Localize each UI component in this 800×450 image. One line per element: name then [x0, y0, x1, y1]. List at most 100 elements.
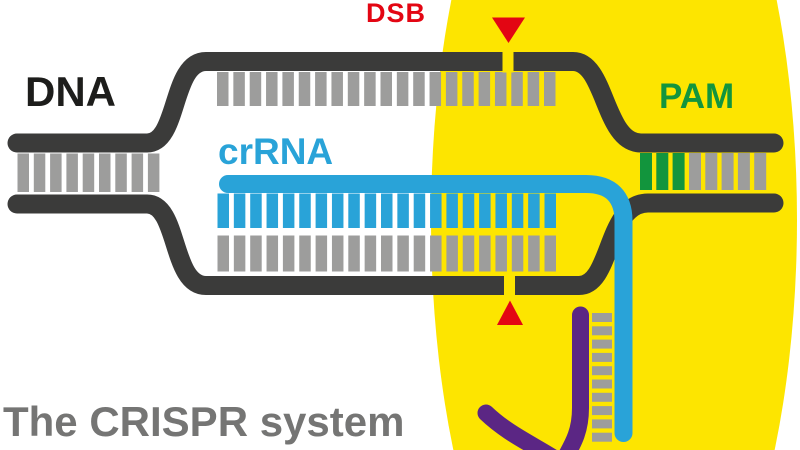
basepair-tick	[429, 72, 442, 106]
basepair-tick	[511, 72, 523, 106]
basepair-tick	[396, 72, 409, 106]
basepair-tick	[217, 72, 229, 106]
basepair-tick	[640, 153, 652, 190]
basepair-tick	[266, 193, 279, 228]
basepair-tick	[528, 193, 540, 228]
basepair-tick	[413, 235, 426, 272]
dsb-arrow-bottom	[497, 300, 523, 325]
basepair-tick	[233, 193, 246, 228]
basepair-tick	[381, 235, 393, 272]
basepair-tick	[233, 235, 246, 272]
basepair-tick	[331, 193, 344, 228]
basepair-tick	[495, 193, 507, 228]
basepair-tick	[528, 235, 540, 272]
basepair-tick	[495, 235, 507, 272]
top-strand-bases	[217, 72, 556, 106]
basepair-tick	[592, 339, 612, 349]
basepair-tick	[217, 193, 229, 228]
dsb-gap-bottom	[504, 273, 515, 297]
basepair-tick	[592, 392, 612, 402]
basepair-tick	[233, 72, 245, 106]
basepair-tick	[115, 153, 127, 192]
basepair-tick	[462, 235, 475, 272]
basepair-tick	[430, 193, 442, 228]
basepair-tick	[672, 153, 685, 190]
dna-label: DNA	[25, 68, 116, 115]
basepair-tick	[479, 235, 491, 272]
basepair-tick	[250, 193, 262, 228]
basepair-tick	[689, 153, 701, 190]
right-dna-basepairs	[689, 153, 767, 190]
basepair-tick	[544, 235, 556, 272]
basepair-tick	[592, 406, 612, 416]
basepair-tick	[413, 193, 426, 228]
basepair-tick	[17, 153, 29, 192]
tracrrna-strand	[559, 306, 589, 450]
dsb-gap-top	[502, 49, 514, 73]
basepair-tick	[315, 235, 328, 272]
basepair-tick	[82, 153, 95, 192]
crrna-tracr-basepairs	[592, 313, 612, 442]
basepair-tick	[462, 72, 474, 106]
basepair-tick	[380, 72, 392, 106]
basepair-tick	[381, 193, 393, 228]
basepair-tick	[592, 379, 612, 389]
basepair-tick	[131, 153, 144, 192]
basepair-tick	[592, 326, 612, 336]
basepair-tick	[397, 193, 409, 228]
pam-bases	[640, 153, 685, 190]
basepair-tick	[446, 235, 458, 272]
crrna-bases	[217, 193, 556, 228]
basepair-tick	[544, 72, 556, 106]
left-dna-basepairs	[17, 153, 160, 192]
basepair-tick	[754, 153, 767, 190]
basepair-tick	[33, 153, 46, 192]
dsb-arrow-top	[492, 17, 525, 43]
basepair-tick	[462, 193, 475, 228]
basepair-tick	[315, 193, 328, 228]
basepair-ticks-layer	[17, 72, 767, 442]
basepair-tick	[397, 235, 409, 272]
basepair-tick	[413, 72, 425, 106]
basepair-tick	[249, 72, 262, 106]
basepair-tick	[364, 72, 376, 106]
crrna-label: crRNA	[218, 131, 334, 172]
basepair-tick	[147, 153, 160, 192]
basepair-tick	[331, 72, 343, 106]
basepair-tick	[364, 235, 377, 272]
basepair-tick	[430, 235, 442, 272]
basepair-tick	[511, 235, 524, 272]
basepair-tick	[446, 193, 458, 228]
basepair-tick	[592, 352, 612, 362]
basepair-tick	[282, 193, 295, 228]
basepair-tick	[721, 153, 734, 190]
basepair-tick	[298, 72, 311, 106]
crrna-strand	[219, 175, 633, 442]
basepair-tick	[331, 235, 344, 272]
basepair-tick	[266, 72, 278, 106]
basepair-tick	[592, 432, 612, 442]
basepair-tick	[511, 193, 524, 228]
basepair-tick	[348, 193, 360, 228]
tracrrna-loop	[477, 404, 557, 450]
basepair-tick	[479, 193, 491, 228]
basepair-tick	[99, 153, 111, 192]
basepair-tick	[592, 366, 612, 376]
basepair-tick	[737, 153, 750, 190]
dsb-label: DSB	[366, 0, 427, 28]
basepair-tick	[50, 153, 62, 192]
basepair-tick	[250, 235, 262, 272]
basepair-tick	[315, 72, 327, 106]
basepair-tick	[282, 72, 294, 106]
basepair-tick	[347, 72, 360, 106]
basepair-tick	[217, 235, 229, 272]
dna-top-strand	[7, 52, 784, 153]
pam-label: PAM	[659, 77, 735, 116]
basepair-tick	[348, 235, 360, 272]
basepair-tick	[705, 153, 718, 190]
basepair-tick	[544, 193, 556, 228]
bottom-strand-bases	[217, 235, 556, 272]
basepair-tick	[266, 235, 279, 272]
